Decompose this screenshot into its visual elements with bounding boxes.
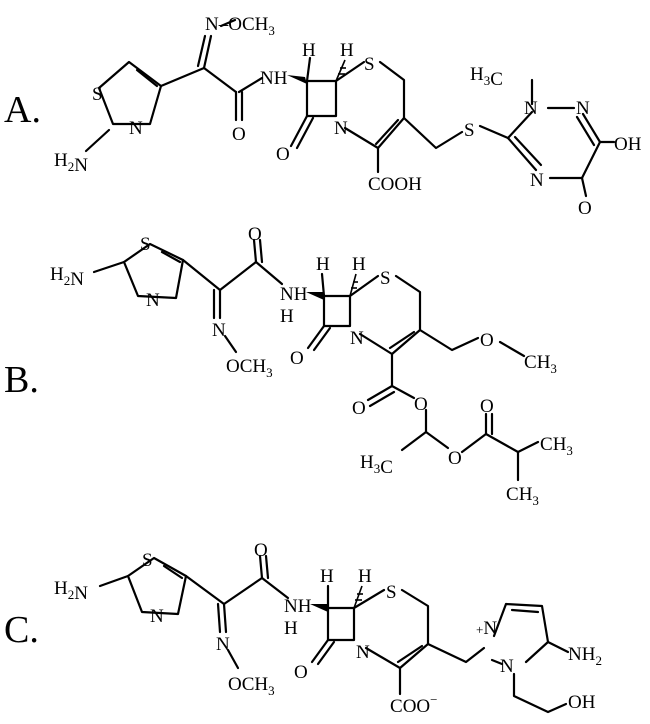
a-thiazole-n: N	[129, 118, 143, 139]
b-ethyl-h3c: H3C	[360, 452, 393, 478]
a-h-c7: H	[302, 40, 316, 61]
a-triazine-n-top: N	[576, 98, 590, 119]
b-acyl-o: O	[480, 396, 494, 417]
a-amide-o: O	[232, 124, 246, 145]
a-amide-nh: NH	[260, 68, 288, 89]
a-amino-h2n: H2N	[54, 150, 88, 176]
a-cooh: COOH	[368, 174, 422, 195]
c-h-c6: H	[358, 566, 372, 587]
b-h-c6: H	[352, 254, 366, 275]
b-amino-h2n: H2N	[50, 264, 84, 290]
b-thiazole-s: S	[140, 234, 151, 255]
a-methyl-h3c: H3C	[470, 64, 503, 90]
c-amino-nh2: NH2	[568, 644, 602, 668]
b-ether-o: O	[480, 330, 494, 351]
a-hydroxy-oh: OH	[614, 134, 642, 155]
a-h-c6: H	[340, 40, 354, 61]
a-thioether-s: S	[464, 120, 475, 141]
panel-a-letter: A.	[4, 89, 41, 131]
c-ceph-s: S	[386, 582, 397, 603]
c-pyrazole-n: N	[500, 656, 514, 677]
a-ceph-n: N	[334, 118, 348, 139]
a-triazine-n-methyl: N	[524, 98, 538, 119]
b-ester-carbonyl-o: O	[352, 398, 366, 419]
b-amide-nh-h: H	[280, 306, 294, 327]
b-ester-o: O	[414, 394, 428, 415]
a-keto-o: O	[578, 198, 592, 219]
b-methoxy-ch3: CH3	[524, 352, 557, 376]
a-triazine-n-left: N	[530, 170, 544, 191]
panel-a: A.	[4, 14, 642, 219]
b-h-c7: H	[316, 254, 330, 275]
a-thiazole-s: S	[92, 84, 103, 105]
b-isopropyl-ch3-bottom: CH3	[506, 484, 539, 508]
b-thiazole-n: N	[146, 290, 160, 311]
c-amide-nh-h: H	[284, 618, 298, 639]
c-hydroxy-oh: OH	[568, 692, 596, 713]
b-ester2-o: O	[448, 448, 462, 469]
c-h-c7: H	[320, 566, 334, 587]
b-oxime-och3: OCH3	[226, 356, 273, 380]
c-amino-h2n: H2N	[54, 578, 88, 604]
panel-c-letter: C.	[4, 609, 39, 651]
b-ceph-n: N	[350, 328, 364, 349]
c-amide-o: O	[254, 540, 268, 561]
panel-c: C. S H2N	[4, 540, 602, 717]
a-oxime-och3: N–OCH3	[205, 14, 275, 38]
c-thiazole-s: S	[142, 550, 153, 571]
b-amide-nh: NH	[280, 284, 308, 305]
c-carboxylate: COO−	[390, 692, 438, 717]
c-oxime-och3: OCH3	[228, 674, 275, 698]
b-lactam-o: O	[290, 348, 304, 369]
b-amide-o: O	[248, 224, 262, 245]
panel-b: B.	[4, 224, 573, 508]
a-ceph-s: S	[364, 54, 375, 75]
b-ceph-s: S	[380, 268, 391, 289]
a-lactam-o: O	[276, 144, 290, 165]
b-oxime-n: N	[212, 320, 226, 341]
c-oxime-n: N	[216, 634, 230, 655]
c-lactam-o: O	[294, 662, 308, 683]
b-isopropyl-ch3-top: CH3	[540, 434, 573, 458]
c-ceph-n: N	[356, 642, 370, 663]
panel-b-letter: B.	[4, 359, 39, 401]
c-thiazole-n: N	[150, 606, 164, 627]
c-amide-nh: NH	[284, 596, 312, 617]
c-pyrazolium-n-plus: +N	[476, 618, 497, 639]
